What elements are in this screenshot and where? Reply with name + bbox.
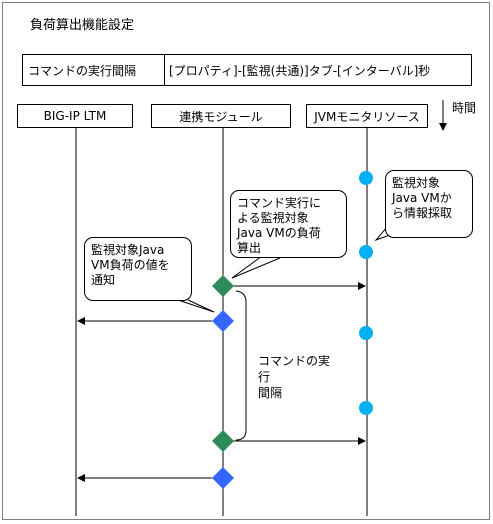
balloon-notify-tail — [177, 299, 215, 313]
monitor-dot — [359, 171, 373, 185]
balloon-notify-text: 監視対象Java VM負荷の値を 通知 — [91, 243, 170, 287]
time-label: 時間 — [452, 101, 477, 115]
balloon-calc: コマンド実行に よる監視対象 Java VMの負荷 算出 — [230, 190, 347, 258]
lane-header-jvm: JVMモニタリソース — [306, 104, 428, 128]
config-value: [プロパティ]-[監視(共通)]タブ-[インターバル]秒 — [169, 63, 431, 78]
balloon-notify: 監視対象Java VM負荷の値を 通知 — [84, 237, 192, 301]
balloon-calc-text: コマンド実行に よる監視対象 Java VMの負荷 算出 — [237, 196, 322, 255]
calc-diamond — [212, 275, 234, 297]
monitor-dot — [359, 326, 373, 340]
interval-bracket — [235, 290, 247, 441]
notify-diamond — [212, 467, 234, 489]
config-label: コマンドの実行間隔 — [23, 55, 165, 85]
interval-label: コマンドの実行 間隔 — [258, 353, 338, 401]
lane-header-module: 連携モジュール — [151, 104, 291, 128]
diagram-frame — [2, 2, 490, 520]
balloon-collect: 監視対象 Java VMか ら情報採取 — [385, 170, 473, 238]
monitor-dot — [359, 401, 373, 415]
monitor-dot — [359, 245, 373, 259]
lane-header-bigip: BIG-IP LTM — [17, 104, 133, 128]
calc-diamond — [212, 430, 234, 452]
balloon-collect-text: 監視対象 Java VMか ら情報採取 — [392, 176, 453, 220]
diagram-title: 負荷算出機能設定 — [30, 18, 135, 33]
notify-diamond — [212, 310, 234, 332]
config-table: コマンドの実行間隔 [プロパティ]-[監視(共通)]タブ-[インターバル]秒 — [22, 54, 472, 86]
balloon-calc-tail — [231, 255, 281, 279]
